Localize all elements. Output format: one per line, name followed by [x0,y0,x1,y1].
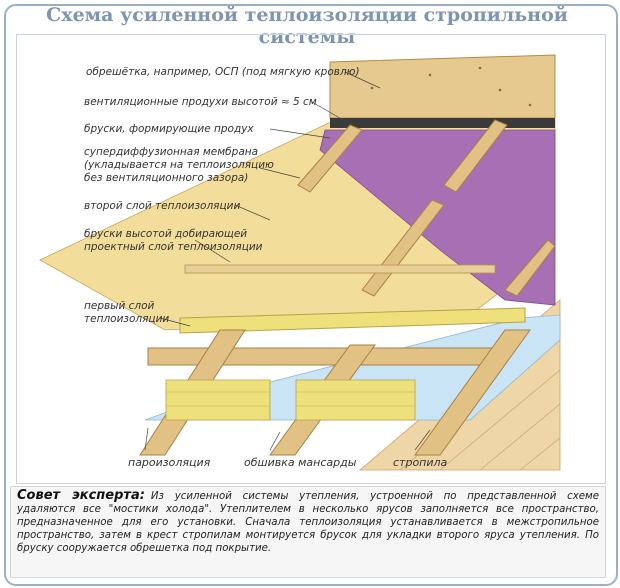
label-bruski-dob-2: проектный слой теплоизоляции [84,241,263,253]
label-paroizolyaciya: пароизоляция [128,456,211,469]
label-bruski-dob-1: бруски высотой добирающей [84,228,248,240]
insulation-stripes [166,391,415,407]
batten [297,124,363,193]
advice-text: Из усиленной системы утепления, устроенн… [17,491,599,554]
ventilation-gap [330,118,555,128]
osb-sheathing [329,54,556,119]
label-sloy1-1: первый слой [84,300,155,312]
label-membrana-3: без вентиляционного зазора) [84,172,249,184]
osb-dots [370,66,532,107]
leader-lines [144,71,431,451]
label-produhi: вентиляционные продухи высотой ≈ 5 см [84,96,317,108]
batten [504,239,556,297]
label-sloy1-2: теплоизоляции [84,313,170,325]
batten [443,119,508,193]
label-stropila: стропила [393,456,448,469]
label-membrana-2: (укладывается на теплоизоляцию [84,159,274,171]
roof-diagram [39,54,561,471]
inter-rafter-insulation [165,379,416,421]
filler-bars [184,264,496,274]
diagram-panel [16,34,606,484]
diagram-title: Схема усиленной теплоизоляции стропильно… [46,4,568,48]
label-obshivka: обшивка мансарды [244,456,357,469]
advice-heading: Совет эксперта: [17,488,145,503]
rafter [414,329,531,456]
label-membrana-1: супердиффузионная мембрана [84,146,259,158]
expert-advice: Совет эксперта:Из усиленной системы утеп… [10,486,606,578]
label-sloy2: второй слой теплоизоляции [84,200,241,212]
label-obreshetka: обрешётка, например, ОСП (под мягкую кро… [86,66,360,78]
first-insulation-slab [179,307,526,334]
label-bruski-produh: бруски, формирующие продух [84,123,254,135]
